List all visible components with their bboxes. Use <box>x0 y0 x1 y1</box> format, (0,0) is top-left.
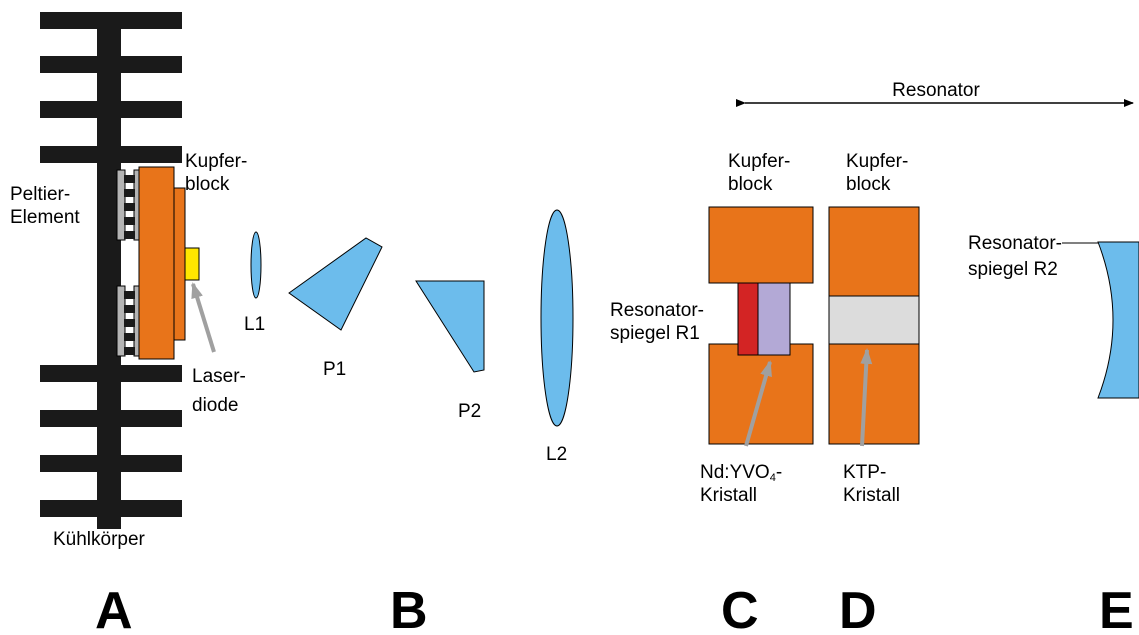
ktp-label-1: KTP- <box>843 462 886 483</box>
heat-sink-fin <box>40 500 182 517</box>
heat-sink-label: Kühlkörper <box>53 529 146 550</box>
nd-yvo4-crystal <box>757 282 791 356</box>
copper-block-a-main <box>138 166 175 360</box>
resonator-mirror-r1-label-2: spiegel R1 <box>610 323 700 344</box>
nd-yvo4-label-2: Kristall <box>700 485 757 506</box>
heat-sink-fin <box>40 410 182 427</box>
ktp-crystal <box>828 295 920 345</box>
lens-l2-label: L2 <box>546 444 567 465</box>
nd-yvo4-label-1: Nd:YVO4- <box>700 462 782 484</box>
copper-block-a-step <box>173 187 186 341</box>
copper-block-d-label-2: block <box>846 174 891 195</box>
copper-block-a-label-1: Kupfer- <box>185 151 247 172</box>
copper-block-c-label-1: Kupfer- <box>728 151 790 172</box>
ktp-pointer <box>860 348 873 447</box>
section-label-b: B <box>390 582 428 635</box>
heat-sink-fin <box>40 365 182 382</box>
section-label-c: C <box>721 582 759 635</box>
heat-sink-fin <box>40 56 182 73</box>
heat-sink-spine <box>97 12 121 529</box>
laser-diode-label-1: Laser- <box>192 366 246 387</box>
peltier-element-top <box>116 169 141 241</box>
prism-p1-label: P1 <box>323 359 346 380</box>
resonator-mirror-r1-label-1: Resonator- <box>610 300 704 321</box>
section-label-a: A <box>95 582 133 635</box>
heat-sink-fin <box>40 455 182 472</box>
laser-diode-pointer <box>191 282 216 353</box>
resonator-mirror-r1 <box>737 282 759 356</box>
prism-p2 <box>415 280 485 373</box>
copper-block-c-label-2: block <box>728 174 773 195</box>
section-label-d: D <box>839 582 877 635</box>
laser-diode-label-2: diode <box>192 395 239 416</box>
peltier-element-bottom <box>116 285 141 357</box>
section-label-e: E <box>1099 582 1134 635</box>
laser-diode <box>184 247 200 281</box>
heat-sink-fin <box>40 101 182 118</box>
copper-block-c-top <box>708 206 814 284</box>
peltier-label-1: Peltier- <box>10 184 70 205</box>
copper-block-d-label-1: Kupfer- <box>846 151 908 172</box>
copper-block-d-bottom <box>828 343 920 445</box>
lens-l1 <box>250 231 262 299</box>
lens-l1-label: L1 <box>244 314 265 335</box>
copper-block-d-top <box>828 206 920 297</box>
lens-l2 <box>540 209 574 427</box>
prism-p2-label: P2 <box>458 401 481 422</box>
prism-p1 <box>288 237 383 331</box>
resonator-mirror-r2-label-2: spiegel R2 <box>968 259 1058 280</box>
heat-sink-fin <box>40 12 182 29</box>
ktp-label-2: Kristall <box>843 485 900 506</box>
heat-sink-fin <box>40 146 182 163</box>
nd-yvo4-pointer <box>744 360 772 447</box>
resonator-mirror-r2-label-1: Resonator- <box>968 233 1062 254</box>
peltier-label-2: Element <box>10 207 80 228</box>
resonator-label: Resonator <box>892 80 980 101</box>
copper-block-a-label-2: block <box>185 174 230 195</box>
resonator-mirror-r2 <box>1097 241 1139 399</box>
heat-sink <box>40 12 182 529</box>
